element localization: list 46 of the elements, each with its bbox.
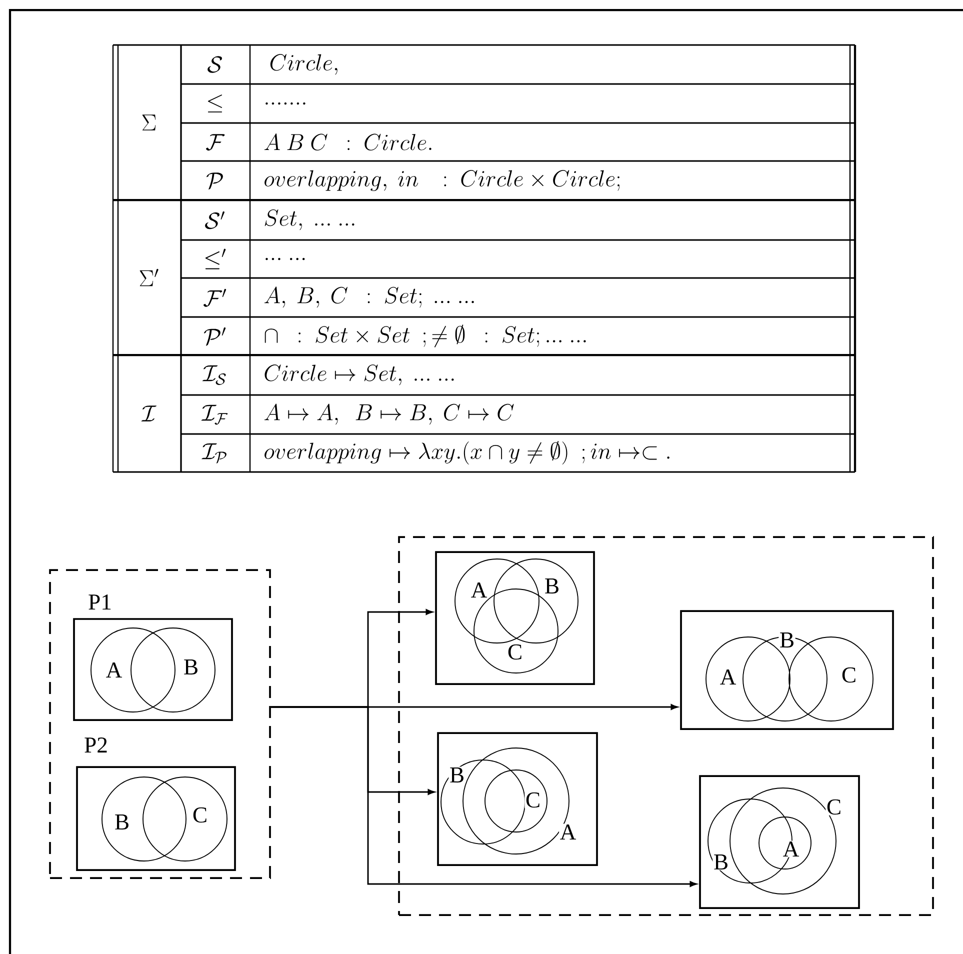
definition-text: $A\mapsto A,\ \ B\mapsto B,\ C\mapsto C$ xyxy=(264,404,514,425)
set-letter: C xyxy=(524,792,542,808)
dashed-group-box xyxy=(398,536,934,916)
component-symbol: $\mathcal{P}'$ xyxy=(204,327,226,346)
dashed-group-box xyxy=(49,569,271,879)
component-symbol: $\mathcal{S}$ xyxy=(208,56,222,73)
set-letter: A xyxy=(782,840,800,858)
set-letter: B xyxy=(114,814,130,830)
set-letter: B xyxy=(778,632,796,648)
set-letter: B xyxy=(712,854,730,870)
arrow xyxy=(270,706,697,887)
set-letter: C xyxy=(840,666,858,684)
set-letter: B xyxy=(448,766,466,784)
definition-text: $.......$ xyxy=(266,102,306,105)
component-symbol: $\mathcal{I}_{\mathcal{F}}$ xyxy=(201,404,228,425)
component-symbol: $\mathcal{I}_{\mathcal{P}}$ xyxy=(202,443,226,464)
set-letter: C xyxy=(826,798,842,816)
set-letter: A xyxy=(559,824,577,840)
component-symbol: $\mathcal{I}_{\mathcal{S}}$ xyxy=(202,365,226,385)
set-letter: B xyxy=(544,578,560,594)
definition-text: $A,\ B,\ C\ \ :\ Set;\ ...\ ...$ xyxy=(264,286,474,308)
set-letter: A xyxy=(105,662,123,678)
set-letter: C xyxy=(506,644,524,660)
component-symbol: $\mathcal{S}'$ xyxy=(205,211,224,230)
definition-text: $overlapping\mapsto\lambda xy.(x\cap y\neq\emptyset)\ \ ;in\mapsto\subset.$ xyxy=(264,440,670,465)
component-symbol: $\mathcal{F}$ xyxy=(206,134,225,151)
definition-text: $\ Circle,$ xyxy=(270,54,338,75)
panel-title: P1 xyxy=(88,594,111,610)
definition-text: $...\ ...$ xyxy=(266,258,305,260)
set-letter: C xyxy=(192,806,208,824)
component-symbol: $\mathcal{P}$ xyxy=(206,172,223,190)
set-letter: A xyxy=(719,668,737,686)
definition-text: $overlapping,\ in\ \ \ :\ Circle\times Circle;$ xyxy=(264,170,620,191)
group-symbol: $\mathcal{I}$ xyxy=(141,406,157,422)
definition-text: $A\ B\ C\ \ :\ Circle.$ xyxy=(264,134,432,150)
definition-text: $Set,\ ...\ ...$ xyxy=(264,209,354,230)
component-symbol: $\leq$ xyxy=(208,94,222,112)
definition-text: $\cap\ \ :\ Set\times Set\ \ ;\neq\emptyset\ \ :\ Set;...\ ...$ xyxy=(264,324,586,348)
group-symbol: $\Sigma$ xyxy=(142,114,156,130)
set-letter: B xyxy=(182,658,200,676)
component-symbol: $\mathcal{F}'$ xyxy=(203,288,226,307)
component-symbol: $\leq'$ xyxy=(205,248,226,270)
definition-text: $Circle\mapsto Set,\ ...\ ...$ xyxy=(264,364,454,386)
set-letter: A xyxy=(470,582,488,598)
panel-title: P2 xyxy=(84,738,107,753)
group-symbol: $\Sigma'$ xyxy=(140,268,158,286)
